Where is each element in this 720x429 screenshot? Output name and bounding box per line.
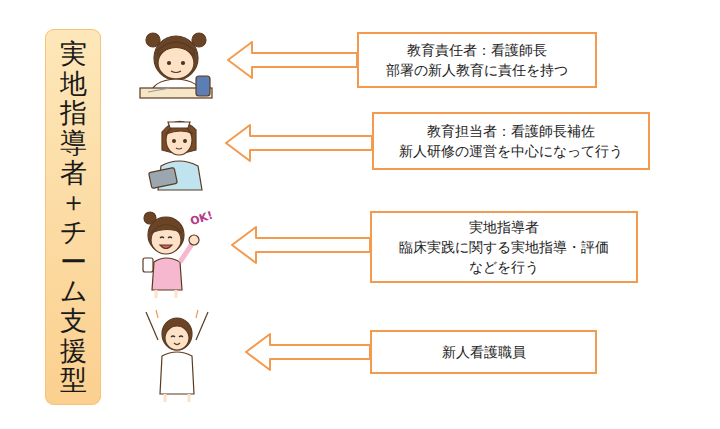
role-title: 教育担当者：看護師長補佐 xyxy=(427,121,595,141)
hollow-arrow xyxy=(232,227,370,263)
vertical-title: 実地指導者＋チーム支援型 xyxy=(60,39,87,395)
role-description: 部署の新人教育に責任を持つ xyxy=(386,60,568,80)
role-description: 臨床実践に関する実地指導・評価 などを行う xyxy=(393,237,615,278)
head-nurse-figure xyxy=(140,33,212,98)
role-description: 新人研修の運営を中心になって行う xyxy=(399,141,623,161)
role-title: 教育責任者：看護師長 xyxy=(407,40,547,60)
new-nurse-figure xyxy=(146,310,208,402)
title-band: 実地指導者＋チーム支援型 xyxy=(45,29,101,405)
hollow-arrow xyxy=(228,42,357,78)
role-box: 教育責任者：看護師長部署の新人教育に責任を持つ xyxy=(357,32,597,88)
role-box: 教育担当者：看護師長補佐新人研修の運営を中心になって行う xyxy=(372,112,650,170)
speech-label: OK! xyxy=(189,209,215,228)
role-box: 実地指導者臨床実践に関する実地指導・評価 などを行う xyxy=(370,211,638,284)
hollow-arrows xyxy=(226,42,372,370)
role-box: 新人看護職員 xyxy=(370,330,597,374)
role-title: 実地指導者 xyxy=(469,217,539,237)
hollow-arrow xyxy=(246,334,370,370)
role-title: 新人看護職員 xyxy=(442,342,526,362)
hollow-arrow xyxy=(226,125,372,161)
assistant-nurse-figure xyxy=(149,121,202,190)
